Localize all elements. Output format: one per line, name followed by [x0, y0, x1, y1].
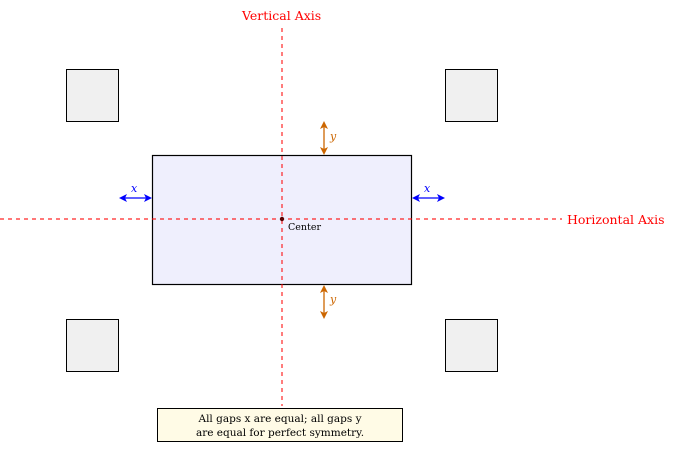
gap-y-bottom-label: y — [330, 293, 337, 306]
square-top-right — [445, 69, 498, 122]
square-top-left — [66, 69, 119, 122]
square-bottom-left — [66, 319, 119, 372]
gap-y-top-label: y — [330, 130, 337, 143]
center-label: Center — [288, 222, 321, 233]
gap-x-left-label: x — [131, 182, 138, 195]
center-point — [279, 216, 285, 222]
square-bottom-right — [445, 319, 498, 372]
symmetry-note-box: All gaps x are equal; all gaps y are equ… — [157, 408, 403, 442]
horizontal-axis-label: Horizontal Axis — [567, 212, 665, 227]
note-line-1: All gaps x are equal; all gaps y — [198, 413, 362, 425]
vertical-axis-label: Vertical Axis — [242, 8, 322, 23]
gap-x-right-label: x — [424, 182, 431, 195]
note-line-2: are equal for perfect symmetry. — [195, 427, 365, 439]
